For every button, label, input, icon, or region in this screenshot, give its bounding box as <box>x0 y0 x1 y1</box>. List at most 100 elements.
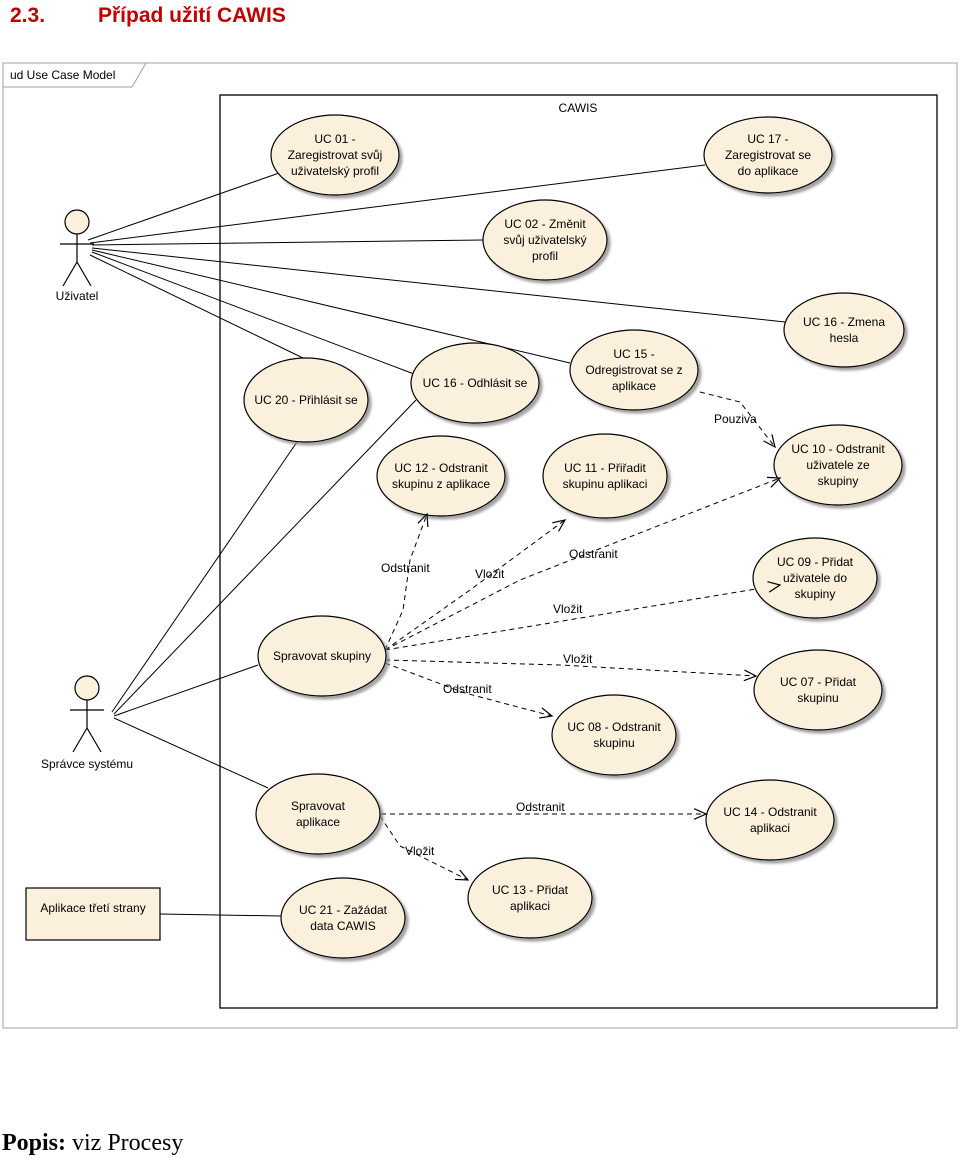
use-case-label: skupinu aplikaci <box>563 477 648 491</box>
dep-skupiny-uc09-arrowhead <box>767 581 782 593</box>
use-case-label: uživatele do <box>783 571 847 585</box>
dep-skupiny-uc07-arrowhead <box>743 669 758 682</box>
dep-skupiny-uc10-arrowhead <box>766 476 782 488</box>
use-case-label: skupinu z aplikace <box>392 477 490 491</box>
assoc-uzivatel-uc20 <box>89 254 304 359</box>
use-case-ellipse <box>257 615 387 697</box>
relation-label-odstranit-uc10: Odstranit <box>569 547 618 561</box>
actor-label: Správce systému <box>41 757 133 771</box>
relation-label-odstranit-uc14: Odstranit <box>516 800 565 814</box>
use-case-ellipse <box>542 433 668 519</box>
dep-aplikace-uc14-arrowhead <box>693 808 708 820</box>
use-case-label: skupiny <box>818 474 859 488</box>
use-case-label: hesla <box>830 331 859 345</box>
dep-skupiny-uc08-arrowhead <box>539 707 554 719</box>
use-case-label: UC 09 - Přidat <box>777 555 854 569</box>
use-case-label: Spravovat <box>291 799 346 813</box>
actor-right-leg <box>76 261 92 287</box>
use-case-ellipse <box>482 199 608 281</box>
dep-aplikace-uc13 <box>379 815 469 881</box>
use-case-label: UC 14 - Odstranit <box>723 805 817 819</box>
dep-skupiny-uc08 <box>384 662 553 717</box>
use-case-label: do aplikace <box>738 164 799 178</box>
assoc-spravce-uc16odhlasit <box>113 399 417 715</box>
dep-skupiny-uc12 <box>384 513 428 651</box>
assoc-uzivatel-uc02 <box>91 239 484 246</box>
use-case-label: Spravovat skupiny <box>273 649 371 663</box>
model-frame <box>2 62 958 1029</box>
relation-label-vlozit-uc13: Vložit <box>405 844 435 858</box>
use-case-uc07: UC 07 - Přidat skupinu <box>753 649 883 731</box>
relation-label-vlozit-uc07: Vložit <box>563 652 593 666</box>
association-lines <box>87 164 786 917</box>
use-case-label: Zaregistrovat svůj <box>288 148 383 162</box>
use-case-label: UC 08 - Odstranit <box>567 720 661 734</box>
use-case-label: UC 11 - Přiřadit <box>564 461 646 475</box>
actor-box <box>25 887 161 941</box>
use-case-label: UC 01 - <box>314 132 355 146</box>
use-case-uc14: UC 14 - Odstranit aplikaci <box>705 779 835 861</box>
assoc-spravce-spravovat-aplikace <box>113 717 269 789</box>
use-case-ellipse <box>410 342 540 424</box>
use-case-ellipse <box>569 329 699 411</box>
actor-head <box>74 675 100 701</box>
assoc-spravce-uc20 <box>111 441 298 713</box>
use-case-label: skupinu <box>593 736 634 750</box>
dependency-lines <box>379 391 781 881</box>
use-case-label: UC 17 - <box>747 132 788 146</box>
use-case-label: uživatele ze <box>806 458 870 472</box>
use-case-label: aplikace <box>612 379 656 393</box>
use-case-label: UC 13 - Přidat <box>492 883 569 897</box>
use-case-label: UC 12 - Odstranit <box>394 461 488 475</box>
relation-label-odstranit-uc08: Odstranit <box>443 682 492 696</box>
use-case-label: Zaregistrovat se <box>725 148 811 162</box>
use-case-label: UC 10 - Odstranit <box>791 442 885 456</box>
dep-skupiny-uc12-arrowhead <box>417 512 429 528</box>
system-boundary-label: CAWIS <box>559 101 598 115</box>
use-case-ellipse <box>280 877 406 959</box>
model-frame-tab <box>3 62 147 88</box>
use-case-label: data CAWIS <box>310 919 376 933</box>
use-case-ellipse <box>551 694 677 776</box>
caption-text: viz Procesy <box>66 1130 184 1156</box>
dep-skupiny-uc11 <box>384 519 566 651</box>
use-case-ellipse <box>773 424 903 506</box>
use-case-label: UC 20 - Přihlásit se <box>254 393 358 407</box>
section-title: Případ užití CAWIS <box>98 4 286 27</box>
use-case-label: UC 21 - Zažádat <box>299 903 388 917</box>
actor-head <box>64 209 90 235</box>
assoc-uzivatel-uc16zmena <box>91 247 786 323</box>
dep-skupiny-uc09 <box>384 584 781 651</box>
dep-aplikace-uc13-arrowhead <box>454 869 470 881</box>
section-number: 2.3. <box>10 4 46 27</box>
use-case-uc12: UC 12 - Odstranit skupinu z aplikace <box>376 435 506 517</box>
dep-uc15-uc10-arrowhead <box>763 434 776 449</box>
use-case-ellipse <box>270 114 400 196</box>
use-case-uc01: UC 01 - Zaregistrovat svůj uživatelský pro… <box>270 114 400 196</box>
assoc-uzivatel-uc01 <box>87 171 283 241</box>
model-frame-label: ud Use Case Model <box>10 68 115 82</box>
actor-spravce: Správce systému <box>41 675 133 771</box>
use-cases: UC 01 - Zaregistrovat svůj uživatelský pro… <box>243 114 905 959</box>
use-case-label: UC 07 - Přidat <box>780 675 857 689</box>
actor-left-leg <box>62 261 78 287</box>
actor-label: Uživatel <box>56 289 99 303</box>
relation-label-vlozit-uc11: Vložit <box>475 567 505 581</box>
use-case-label: svůj uživatelský <box>503 233 586 247</box>
use-case-label: skupinu <box>797 691 838 705</box>
use-case-ellipse <box>467 857 593 939</box>
actor-right-leg <box>86 727 102 753</box>
use-case-uc17: UC 17 - Zaregistrovat se do aplikace <box>703 116 833 194</box>
use-case-label: UC 16 - Zmena <box>803 315 885 329</box>
use-case-spravovat-skupiny: Spravovat skupiny <box>257 615 387 697</box>
use-case-ellipse <box>752 537 878 619</box>
use-case-uc11: UC 11 - Přiřadit skupinu aplikaci <box>542 433 668 519</box>
use-case-ellipse <box>376 435 506 517</box>
use-case-label: aplikaci <box>750 821 790 835</box>
use-case-label: uživatelský profil <box>291 164 379 178</box>
relation-label-vlozit-uc09: Vložit <box>553 602 583 616</box>
use-case-label: UC 02 - Změnit <box>504 217 586 231</box>
